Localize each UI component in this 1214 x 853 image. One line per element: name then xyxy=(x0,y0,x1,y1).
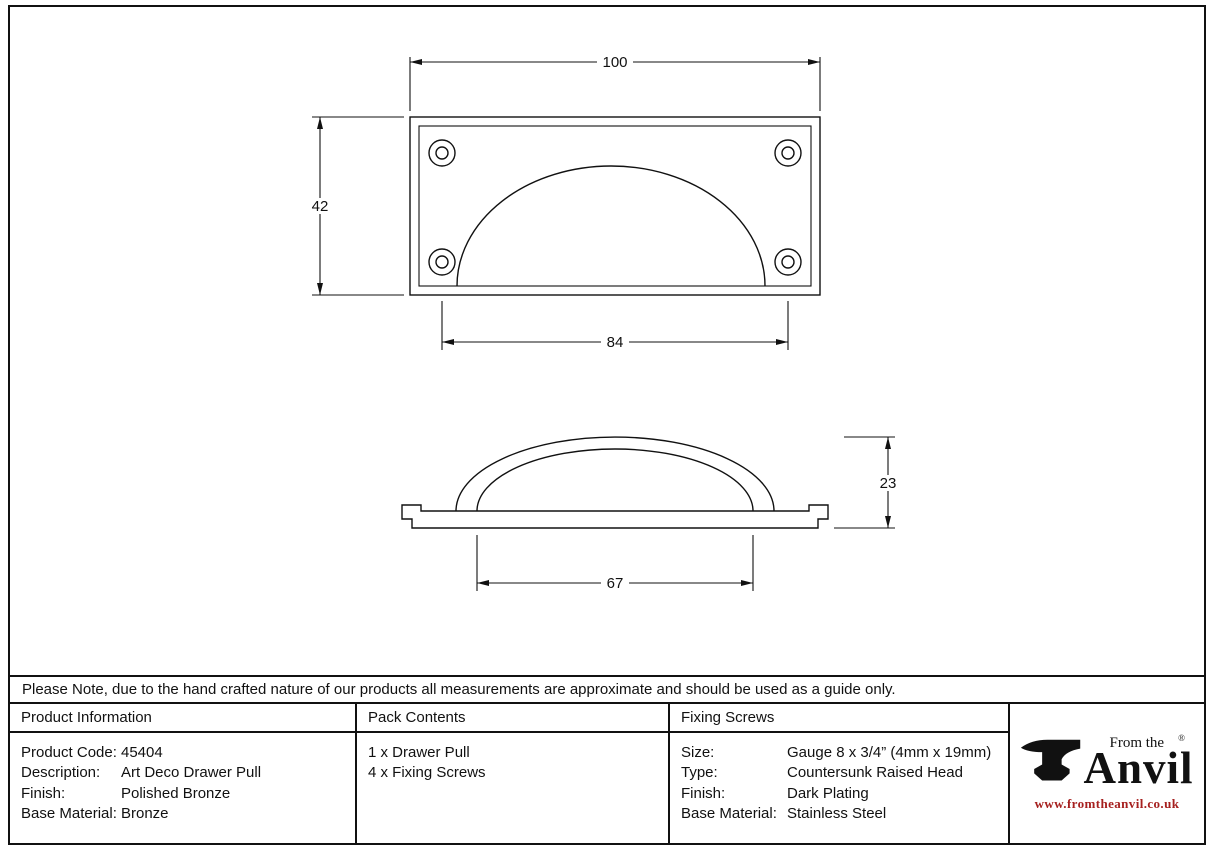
dim-depth-label: 23 xyxy=(880,475,897,492)
row-value: Countersunk Raised Head xyxy=(787,764,963,782)
product-information-cell: Product Code: 45404 Description: Art Dec… xyxy=(10,733,355,843)
row-label: Finish: xyxy=(21,784,66,802)
row-label: Base Material: xyxy=(21,805,117,823)
row-label: Finish: xyxy=(681,784,726,802)
dim-overall-height-label: 42 xyxy=(312,198,329,215)
technical-drawing: 100 42 84 23 67 xyxy=(306,54,902,592)
row-value: Polished Bronze xyxy=(121,784,231,802)
table-row: Finish: Dark Plating xyxy=(681,783,1008,804)
side-view-drawing xyxy=(401,436,829,529)
dim-hole-spacing-label: 84 xyxy=(607,334,624,351)
table-row: Type: Countersunk Raised Head xyxy=(681,763,1008,784)
top-view-drawing xyxy=(409,116,821,296)
info-panel: Please Note, due to the hand crafted nat… xyxy=(10,675,1204,843)
row-value: 45404 xyxy=(121,743,163,761)
registered-mark: ® xyxy=(1178,733,1185,744)
header-pack-contents: Pack Contents xyxy=(355,704,668,733)
cup-outer-arc xyxy=(455,436,775,512)
logo-lockup: From the ® Anvil xyxy=(1020,733,1193,791)
row-label: Description: xyxy=(21,764,101,782)
table-row: Base Material: Bronze xyxy=(21,804,355,825)
header-product-information: Product Information xyxy=(10,704,355,733)
side-view-dimension-lines xyxy=(476,436,895,591)
pack-contents-cell: 1 x Drawer Pull 4 x Fixing Screws xyxy=(355,733,668,843)
row-value: Dark Plating xyxy=(787,784,869,802)
row-label: Type: xyxy=(681,764,718,782)
table-row: Finish: Polished Bronze xyxy=(21,783,355,804)
top-view-dimension-labels: 100 42 84 xyxy=(306,54,633,351)
plate-bevel xyxy=(418,125,812,287)
brand-logo: From the ® Anvil www.fromtheanvil.co.uk xyxy=(1008,704,1204,843)
plate-outline xyxy=(409,116,821,296)
cup-inner-arc xyxy=(476,448,754,512)
logo-wordmark: From the ® Anvil xyxy=(1083,733,1193,791)
row-label: Base Material: xyxy=(681,805,777,823)
logo-tagline-text: From the xyxy=(1109,735,1165,752)
header-fixing-screws: Fixing Screws xyxy=(668,704,1008,733)
table-row: Size: Gauge 8 x 3/4” (4mm x 19mm) xyxy=(681,742,1008,763)
profile-base-outline xyxy=(401,504,829,529)
table-row: Product Code: 45404 xyxy=(21,742,355,763)
logo-tagline: From the ® xyxy=(1109,733,1193,752)
row-label: Product Code: xyxy=(21,743,117,761)
row-value: Art Deco Drawer Pull xyxy=(121,764,262,782)
screw-hole-bottom-left xyxy=(428,248,456,276)
row-value: Stainless Steel xyxy=(787,805,887,823)
row-value: Gauge 8 x 3/4” (4mm x 19mm) xyxy=(787,743,992,761)
table-row: Base Material: Stainless Steel xyxy=(681,804,1008,825)
cup-opening-arc xyxy=(456,165,766,287)
row-label: Size: xyxy=(681,743,715,761)
brand-website: www.fromtheanvil.co.uk xyxy=(1034,795,1180,811)
fixing-screws-cell: Size: Gauge 8 x 3/4” (4mm x 19mm) Type: … xyxy=(668,733,1008,843)
list-item: 1 x Drawer Pull xyxy=(368,743,470,761)
screw-hole-bottom-right xyxy=(774,248,802,276)
spec-table: Product Information Pack Contents Fixing… xyxy=(10,704,1204,843)
logo-brand-name: Anvil xyxy=(1083,743,1194,794)
dim-overall-width-label: 100 xyxy=(602,54,627,71)
list-item: 4 x Fixing Screws xyxy=(368,764,486,782)
screw-hole-top-left xyxy=(428,139,456,167)
dim-cup-width-label: 67 xyxy=(607,575,624,592)
top-view-dimension-lines xyxy=(312,57,821,350)
anvil-icon xyxy=(1020,737,1082,789)
screw-hole-top-right xyxy=(774,139,802,167)
row-value: Bronze xyxy=(121,805,169,823)
measurement-note: Please Note, due to the hand crafted nat… xyxy=(10,677,1204,704)
table-row: Description: Art Deco Drawer Pull xyxy=(21,763,355,784)
side-view-dimension-labels: 23 67 xyxy=(601,475,902,592)
